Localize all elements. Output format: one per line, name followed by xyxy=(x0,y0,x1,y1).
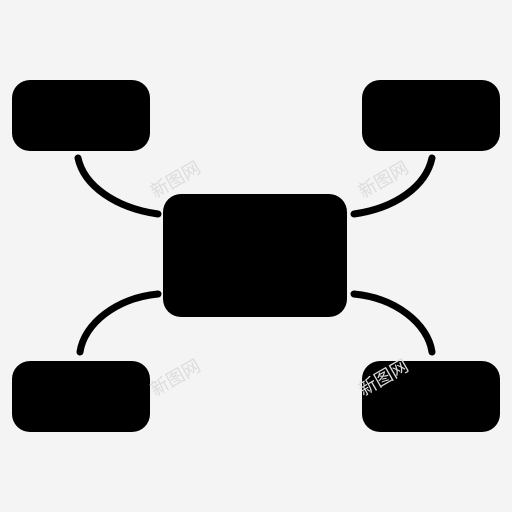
node-bottom-left xyxy=(12,361,150,432)
node-top-right xyxy=(362,80,500,151)
connector-top-right xyxy=(350,154,436,218)
node-bottom-right xyxy=(362,361,500,432)
connector-top-left xyxy=(74,154,162,218)
node-top-left xyxy=(12,80,150,151)
central-node xyxy=(163,194,347,317)
connector-bottom-left xyxy=(76,290,162,356)
connector-bottom-right xyxy=(350,290,436,356)
